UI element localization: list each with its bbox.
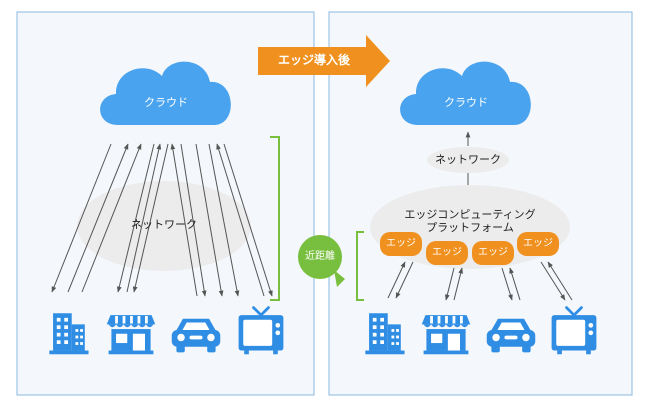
before-network (77, 181, 251, 271)
edge-label-3: エッジ (478, 247, 508, 258)
before-bracket (270, 136, 280, 301)
platform-label-line2: プラットフォーム (426, 221, 514, 234)
edge-label-1: エッジ (386, 238, 416, 249)
edge-node-2 (426, 241, 468, 265)
proximity-label: 近距離 (305, 251, 335, 262)
edge-node-3 (472, 241, 514, 265)
after-bracket (356, 231, 364, 301)
before-arrows (51, 143, 273, 297)
edge-node-1 (380, 232, 422, 256)
store-icon (421, 315, 471, 355)
proximity-circle (298, 235, 342, 279)
before-cloud-label: クラウド (144, 96, 188, 109)
platform-label-line1: エッジコンピューティング (404, 208, 536, 221)
proximity-bubble (334, 270, 345, 287)
edge-label-4: エッジ (523, 238, 553, 249)
transition-arrow (258, 35, 390, 87)
before-network-label: ネットワーク (131, 218, 197, 231)
store-icon (106, 315, 156, 355)
after-cloud-label: クラウド (444, 96, 488, 109)
transition-label: エッジ導入後 (277, 53, 350, 67)
after-cloud (400, 61, 531, 125)
before-cloud (100, 61, 231, 125)
edge-node-4 (517, 232, 559, 256)
edge-label-2: エッジ (432, 247, 462, 258)
after-network (427, 147, 509, 173)
after-network-label: ネットワーク (435, 153, 501, 166)
after-arrows (387, 261, 573, 301)
